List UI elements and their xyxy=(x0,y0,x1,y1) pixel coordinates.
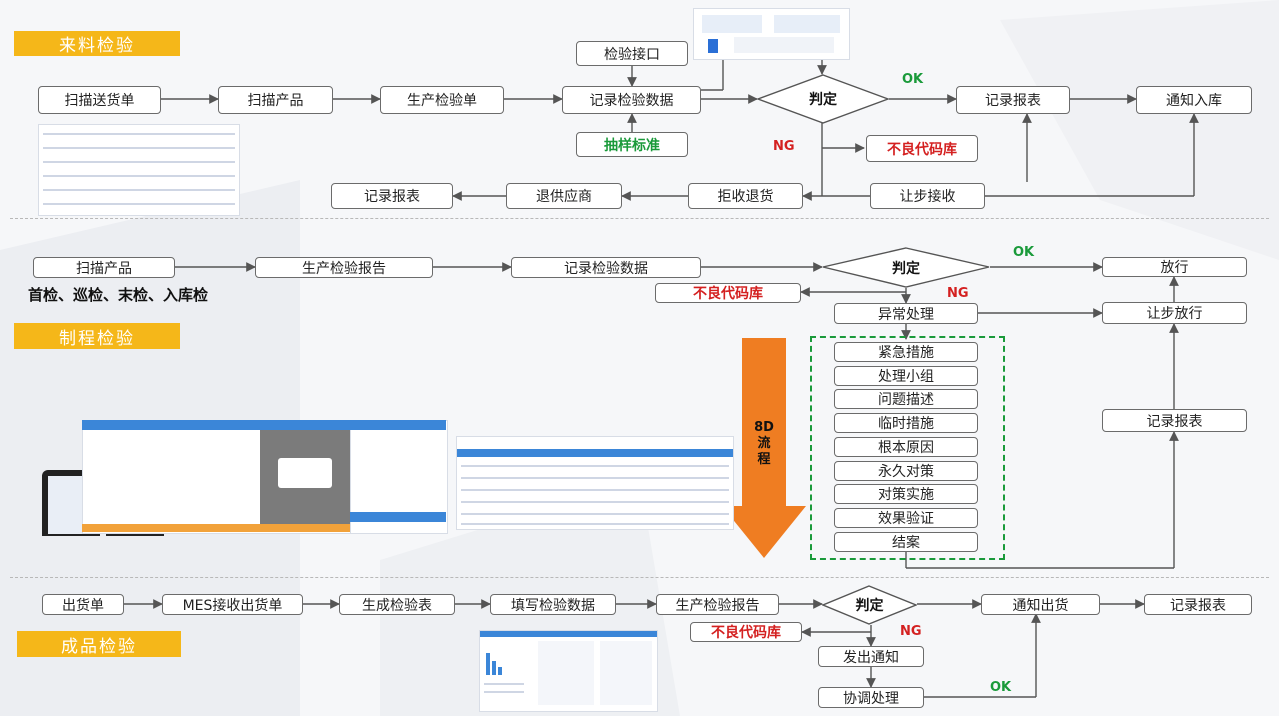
8d-step: 根本原因 xyxy=(834,437,978,457)
scan-product-box: 扫描产品 xyxy=(218,86,333,114)
8d-step: 紧急措施 xyxy=(834,342,978,362)
judgement-label-3: 判定 xyxy=(855,598,884,614)
ok-label-3: OK xyxy=(990,680,1012,695)
concession-release-box: 让步放行 xyxy=(1102,302,1247,324)
ok-label-2: OK xyxy=(1013,245,1035,260)
judgement-label-2: 判定 xyxy=(892,260,920,277)
sampling-standard-box: 抽样标准 xyxy=(576,132,688,157)
abnormal-handling-box: 异常处理 xyxy=(834,303,978,324)
section-divider xyxy=(10,218,1269,219)
record-inspection-data-box: 记录检验数据 xyxy=(562,86,701,114)
8d-step: 对策实施 xyxy=(834,484,978,504)
reject-return-box: 拒收退货 xyxy=(688,183,803,209)
coordinate-handling-box: 协调处理 xyxy=(818,687,924,708)
section-tag-process: 制程检验 xyxy=(14,323,180,349)
section-tag-final: 成品检验 xyxy=(17,631,181,657)
8d-steps-container xyxy=(810,336,1005,560)
defect-code-library-box: 不良代码库 xyxy=(866,135,978,162)
8d-step: 永久对策 xyxy=(834,461,978,481)
ng-label: NG xyxy=(773,139,795,154)
8d-step: 结案 xyxy=(834,532,978,552)
section-tag-incoming: 来料检验 xyxy=(14,31,180,56)
dashboard-screenshot-thumbnail xyxy=(693,8,850,60)
production-inspection-report-box-2: 生产检验报告 xyxy=(656,594,779,615)
record-report-box-4: 记录报表 xyxy=(1144,594,1252,615)
inspection-table-screenshot xyxy=(456,436,734,530)
scan-product-box-2: 扫描产品 xyxy=(33,257,175,278)
8d-step: 问题描述 xyxy=(834,389,978,409)
return-to-supplier-box: 退供应商 xyxy=(506,183,622,209)
mes-receive-order-box: MES接收出货单 xyxy=(162,594,303,615)
defect-code-library-box-2: 不良代码库 xyxy=(655,283,801,303)
record-report-box-3: 记录报表 xyxy=(1102,409,1247,432)
send-notice-box: 发出通知 xyxy=(818,646,924,667)
report-chart-screenshot xyxy=(479,630,658,712)
inspection-interface-box: 检验接口 xyxy=(576,41,688,66)
release-box: 放行 xyxy=(1102,257,1247,277)
judgement-diamond-2: 判定 xyxy=(822,247,990,288)
ok-label: OK xyxy=(902,72,924,87)
inspection-form-screenshot-thumbnail xyxy=(38,124,240,216)
judgement-diamond-3: 判定 xyxy=(822,585,917,625)
scan-delivery-box: 扫描送货单 xyxy=(38,86,161,114)
generate-inspection-sheet-box: 生成检验表 xyxy=(339,594,455,615)
record-report-box-2: 记录报表 xyxy=(331,183,453,209)
concession-accept-box: 让步接收 xyxy=(870,183,985,209)
inspection-types-note: 首检、巡检、末检、入库检 xyxy=(28,286,209,304)
defect-code-library-box-3: 不良代码库 xyxy=(690,622,802,642)
record-report-box: 记录报表 xyxy=(956,86,1070,114)
judgement-label: 判定 xyxy=(809,92,837,108)
8d-step: 效果验证 xyxy=(834,508,978,528)
record-inspection-data-box-2: 记录检验数据 xyxy=(511,257,701,278)
production-inspection-sheet-box: 生产检验单 xyxy=(380,86,504,114)
section-divider xyxy=(10,577,1269,578)
notify-shipment-box: 通知出货 xyxy=(981,594,1100,615)
fill-inspection-data-box: 填写检验数据 xyxy=(490,594,616,615)
production-inspection-report-box: 生产检验报告 xyxy=(255,257,433,278)
8d-step: 临时措施 xyxy=(834,413,978,433)
shipping-order-box: 出货单 xyxy=(42,594,124,615)
ng-label-3: NG xyxy=(900,624,922,639)
tablet-app-screenshot xyxy=(38,414,458,536)
8d-step: 处理小组 xyxy=(834,366,978,386)
notify-warehousing-box: 通知入库 xyxy=(1136,86,1252,114)
judgement-diamond: 判定 xyxy=(757,74,889,124)
ng-label-2: NG xyxy=(947,286,969,301)
